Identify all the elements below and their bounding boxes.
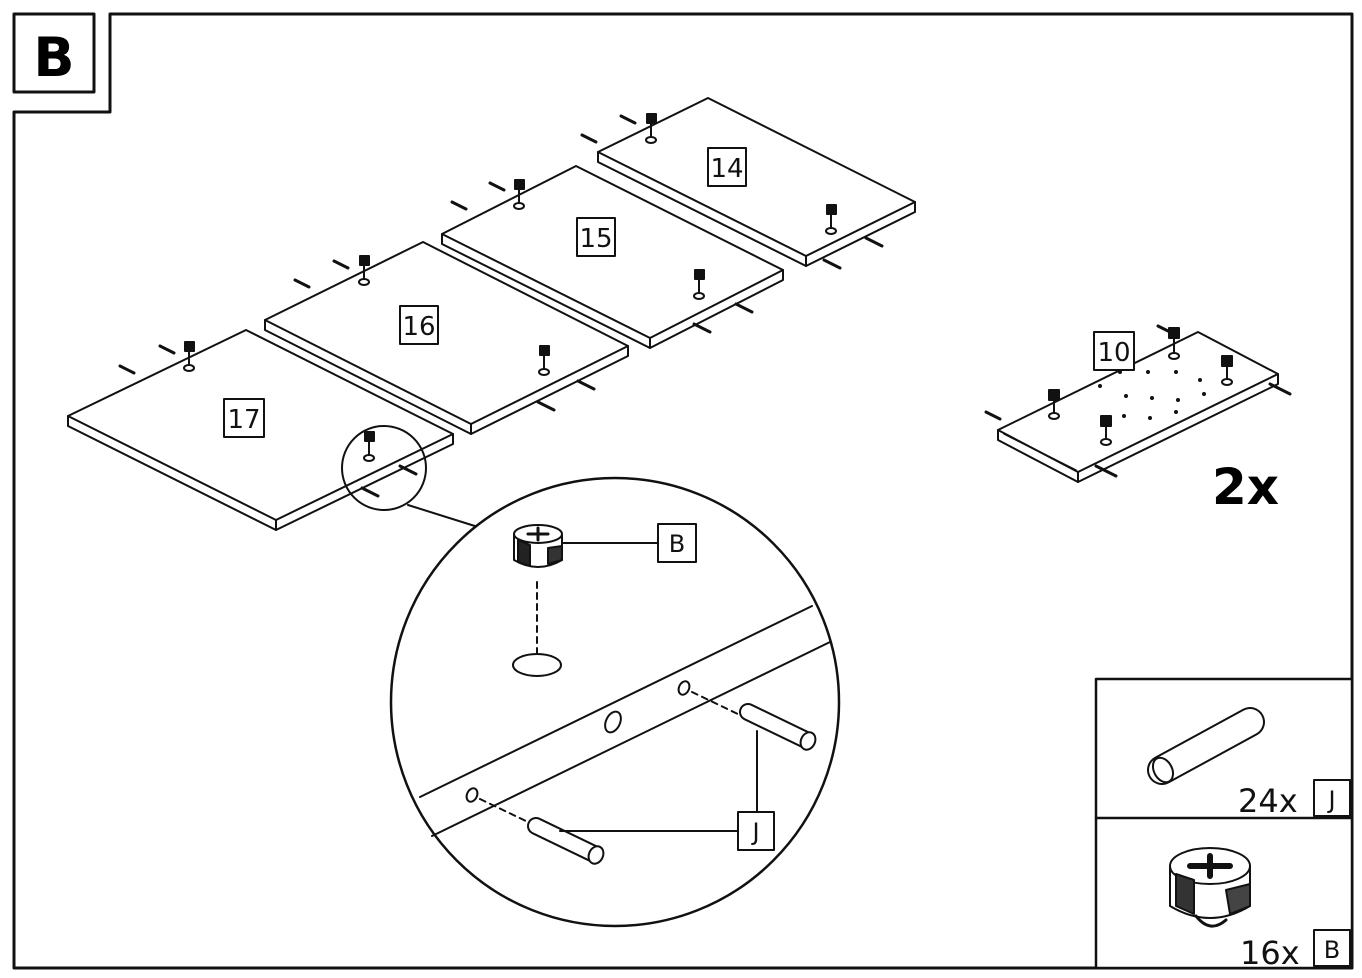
panel-15: 15 xyxy=(441,165,784,349)
legend-qty-dowel: 24x xyxy=(1238,782,1298,820)
dowel-icon xyxy=(479,691,817,865)
legend-code-dowel: J xyxy=(1326,786,1335,814)
part-label-box xyxy=(1093,331,1135,371)
panel-10: 10 xyxy=(984,324,1292,483)
parts-legend: 24x J 16x B xyxy=(1094,677,1354,972)
cam-lock-icon xyxy=(513,179,705,300)
dowel-icon xyxy=(118,344,418,498)
cam-lock-icon xyxy=(513,524,563,568)
page-frame: B xyxy=(12,12,1354,970)
panel-label-16: 16 xyxy=(402,312,435,342)
dowel-icon xyxy=(580,114,884,270)
part-label-box xyxy=(576,217,616,257)
panel-label-10: 10 xyxy=(1097,338,1130,368)
part-label-box xyxy=(399,305,439,345)
part-label-box xyxy=(707,147,747,187)
callout-label-box xyxy=(657,523,697,563)
dowel-icon xyxy=(1147,707,1265,785)
cam-lock-icon xyxy=(645,113,837,235)
callout-label-dowel: J xyxy=(750,818,759,846)
callout-label-box xyxy=(737,811,775,851)
legend-code-cam: B xyxy=(1324,936,1340,964)
quantity-multiplier: 2x xyxy=(1212,458,1279,516)
cam-lock-icon xyxy=(1169,847,1251,928)
dowel-icon xyxy=(293,259,596,412)
panel-label-15: 15 xyxy=(579,224,612,254)
panel-14: 14 xyxy=(580,97,916,270)
panel-16: 16 xyxy=(264,241,629,435)
panel-label-14: 14 xyxy=(710,154,743,184)
detail-callout: B J xyxy=(341,425,841,928)
cam-lock-icon xyxy=(1048,327,1233,446)
cam-lock-icon xyxy=(358,255,550,376)
dowel-icon xyxy=(984,324,1292,478)
legend-code-box xyxy=(1313,929,1351,967)
cam-lock-icon xyxy=(183,341,375,462)
legend-qty-cam: 16x xyxy=(1240,934,1300,972)
callout-label-cam: B xyxy=(669,530,685,558)
step-label: B xyxy=(33,26,74,89)
panel-17: 17 xyxy=(67,329,454,531)
part-label-box xyxy=(223,398,265,438)
step-box xyxy=(12,12,96,94)
legend-code-box xyxy=(1313,779,1351,817)
panel-label-17: 17 xyxy=(227,405,260,435)
dowel-icon xyxy=(450,181,754,334)
